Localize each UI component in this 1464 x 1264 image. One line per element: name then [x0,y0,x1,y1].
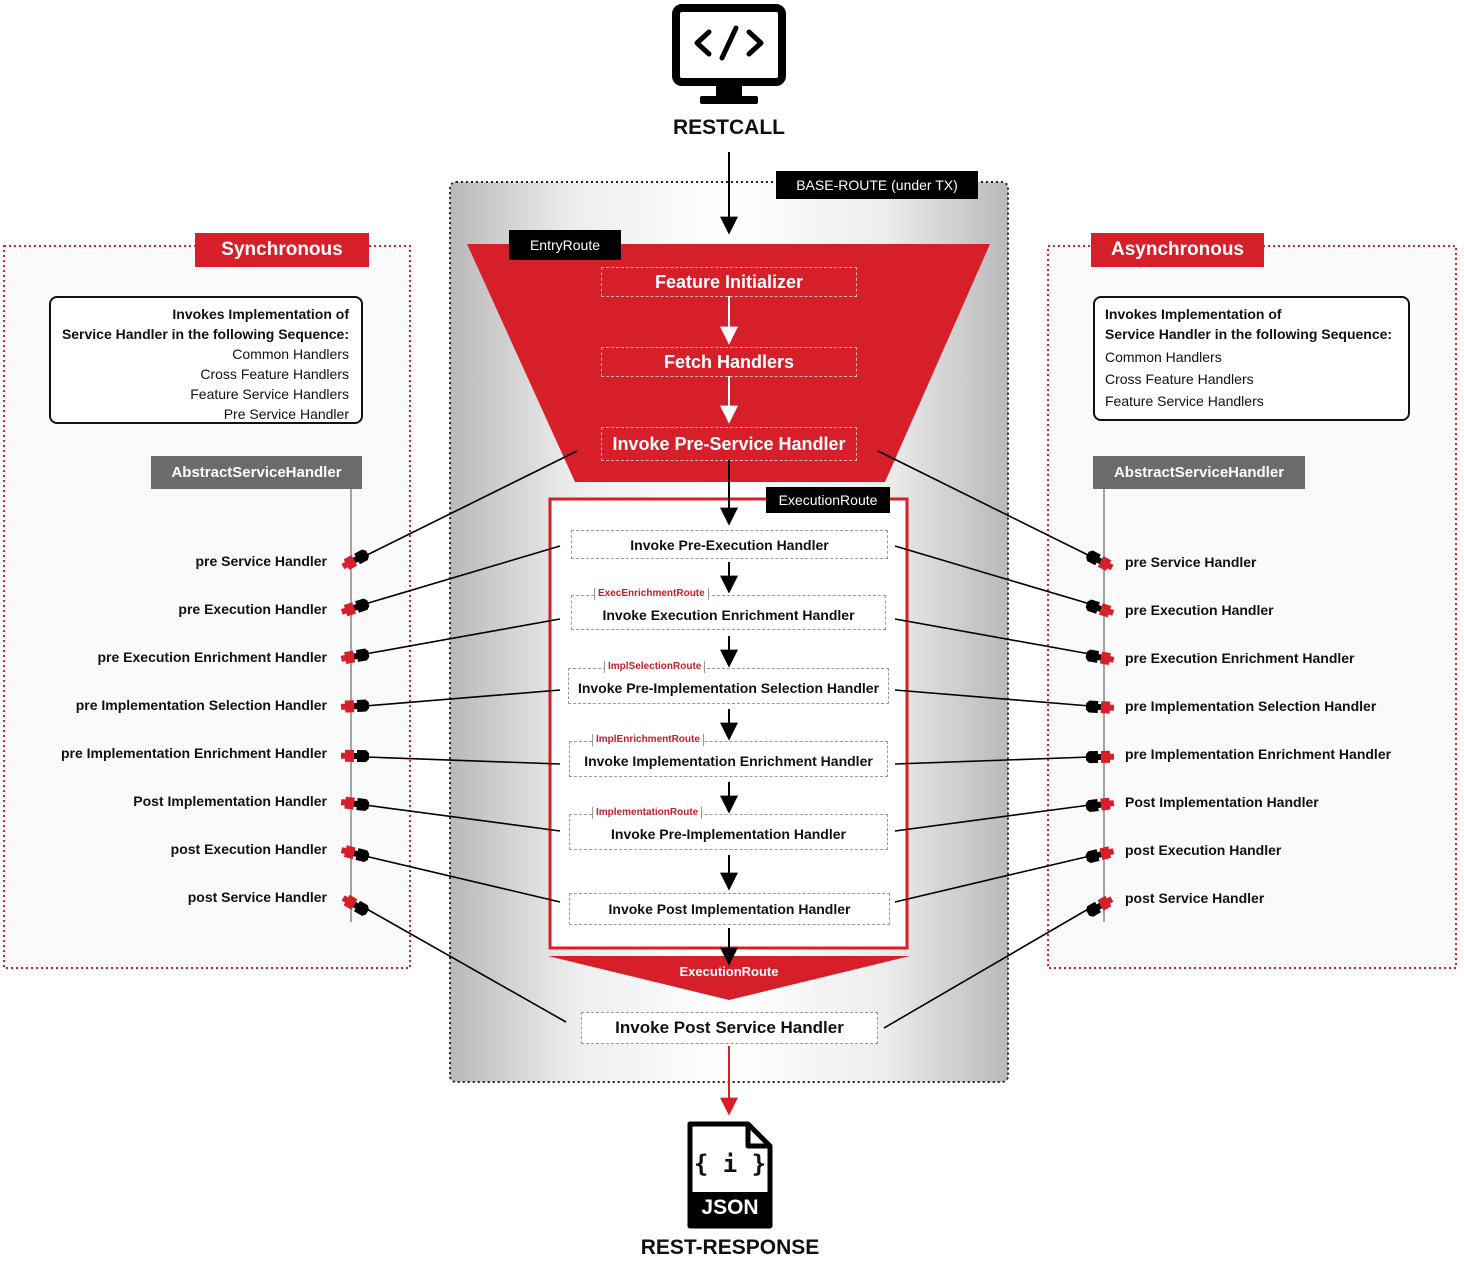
async-plug-connector-icon [1085,599,1115,618]
sync-plug-connector-icon [340,749,370,763]
sync-handler-pre-implementation-enrichment: pre Implementation Enrichment Handler [60,745,327,761]
sync-seq-line: Cross Feature Handlers [200,366,349,382]
sync-seq-line: Invokes Implementation of [172,306,349,322]
async-plug-connector-icon [1085,846,1115,863]
async-handler-pre-service: pre Service Handler [1125,554,1257,570]
json-file-label: JSON [701,1196,759,1219]
async-handler-pre-execution: pre Execution Handler [1125,602,1274,618]
exec-enrichment-route-label: ExecEnrichmentRoute [594,588,709,600]
asynchronous-title: Asynchronous [1091,233,1264,267]
sync-handler-post-implementation: Post Implementation Handler [133,793,327,809]
async-connectors [877,450,1091,1029]
sync-plug-connector-icon [340,648,370,664]
async-handler-post-service: post Service Handler [1125,890,1265,906]
invoke-pre-service-handler-step: Invoke Pre-Service Handler [601,427,857,461]
async-plug-connector-icon [1085,750,1115,764]
async-seq-line: Feature Service Handlers [1105,393,1264,409]
async-seq-line: Service Handler in the following Sequenc… [1105,326,1393,342]
execution-route-footer [548,956,910,1000]
async-plug-connector-icon [1085,700,1115,714]
sync-plug-connector-icon [341,894,369,916]
base-route-label: BASE-ROUTE (under TX) [776,171,978,199]
sync-sequence-box: Invokes Implementation of Service Handle… [49,296,363,424]
impl-selection-route-label: ImplSelectionRoute [604,661,706,673]
sync-abstract-service-handler-label: AbstractServiceHandler [151,456,362,489]
sync-plug-connectors [340,549,370,916]
async-sequence-box: Invokes Implementation of Service Handle… [1093,296,1410,421]
invoke-pre-implementation-selection-handler-step: Invoke Pre-Implementation Selection Hand… [568,668,889,704]
async-plug-connector-icon [1085,550,1114,571]
execution-route-label: ExecutionRoute [766,487,890,513]
invoke-implementation-enrichment-handler-step: Invoke Implementation Enrichment Handler [569,741,888,777]
code-monitor-icon [672,4,786,104]
feature-initializer-step: Feature Initializer [601,267,857,297]
sync-seq-line: Common Handlers [232,346,349,362]
entry-route-funnel [467,244,990,482]
sync-handler-pre-execution: pre Execution Handler [178,601,327,617]
invoke-pre-execution-handler-step: Invoke Pre-Execution Handler [571,530,888,559]
sync-plug-connector-icon [340,699,370,713]
impl-enrichment-route-label: ImplEnrichmentRoute [592,734,704,746]
sync-plug-connector-icon [340,796,370,812]
json-file-icon [687,1121,773,1229]
invoke-post-service-handler-step: Invoke Post Service Handler [581,1012,878,1044]
rest-response-label: REST-RESPONSE [640,1236,820,1259]
async-handler-pre-execution-enrichment: pre Execution Enrichment Handler [1125,650,1355,666]
sync-plug-connector-icon [340,845,370,862]
sync-seq-line: Feature Service Handlers [190,386,349,402]
invoke-execution-enrichment-handler-step: Invoke Execution Enrichment Handler [571,595,886,630]
sync-plug-connector-icon [341,549,370,570]
entry-route-label: EntryRoute [509,230,621,260]
async-handler-post-implementation: Post Implementation Handler [1125,794,1319,810]
execution-route-footer-label: ExecutionRoute [679,964,779,979]
async-plug-connector-icon [1086,895,1114,917]
sync-seq-line: Pre Service Handler [223,406,349,422]
async-abstract-service-handler-label: AbstractServiceHandler [1093,456,1305,489]
json-glyph: { i } [693,1150,767,1178]
fetch-handlers-step: Fetch Handlers [601,347,857,377]
implementation-route-label: ImplementationRoute [592,807,703,819]
async-handler-pre-implementation-enrichment: pre Implementation Enrichment Handler [1125,746,1392,762]
sync-handler-pre-service: pre Service Handler [195,553,327,569]
async-plug-connector-icon [1085,797,1115,813]
async-handler-post-execution: post Execution Handler [1125,842,1282,858]
sync-plug-connector-icon [340,598,370,617]
sync-seq-line: Service Handler in the following Sequenc… [61,326,349,342]
async-seq-line: Common Handlers [1105,349,1222,365]
invoke-post-implementation-handler-step: Invoke Post Implementation Handler [569,893,890,925]
sync-handler-pre-execution-enrichment: pre Execution Enrichment Handler [97,649,328,665]
async-plug-connector-icon [1085,649,1115,665]
sync-handler-post-execution: post Execution Handler [170,841,327,857]
async-seq-line: Invokes Implementation of [1105,306,1282,322]
async-handler-pre-implementation-selection: pre Implementation Selection Handler [1125,698,1377,714]
sync-handler-post-service: post Service Handler [187,889,327,905]
restcall-label: RESTCALL [673,116,785,139]
async-plug-connectors [1085,550,1115,917]
sync-connectors [364,450,578,1023]
sync-handler-pre-implementation-selection: pre Implementation Selection Handler [75,697,327,713]
synchronous-title: Synchronous [195,233,369,267]
invoke-pre-implementation-handler-step: Invoke Pre-Implementation Handler [569,814,888,850]
async-seq-line: Cross Feature Handlers [1105,371,1254,387]
